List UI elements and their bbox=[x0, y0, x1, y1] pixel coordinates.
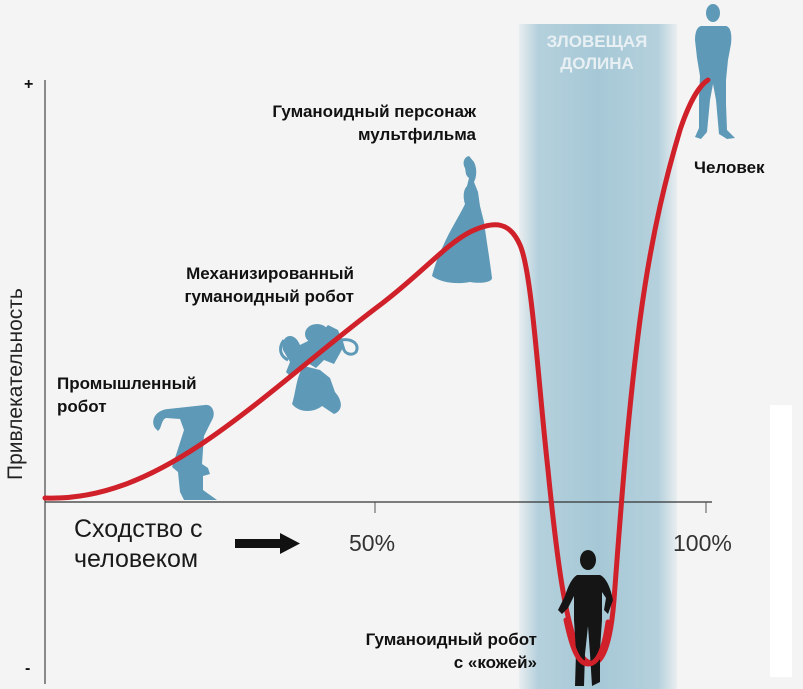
label-industrial-robot: Промышленный робот bbox=[57, 372, 197, 418]
x-tick-label-50: 50% bbox=[349, 530, 396, 556]
band-title-line2: ДОЛИНА bbox=[560, 54, 634, 73]
mechanized-robot-icon bbox=[279, 324, 359, 414]
arrow-right-icon bbox=[235, 533, 300, 554]
uncanny-curve bbox=[42, 77, 711, 666]
x-axis-label: Сходство с человеком bbox=[74, 514, 203, 574]
label-skin-robot-line1: Гуманоидный робот bbox=[365, 630, 537, 649]
x-axis-label-line2: человеком bbox=[74, 545, 199, 573]
uncanny-valley-title: ЗЛОВЕЩАЯ ДОЛИНА bbox=[527, 31, 667, 75]
cartoon-humanoid-icon bbox=[432, 156, 492, 284]
band-title-line1: ЗЛОВЕЩАЯ bbox=[546, 32, 648, 51]
label-cartoon-humanoid: Гуманоидный персонаж мультфильма bbox=[228, 100, 476, 146]
label-skin-robot: Гуманоидный робот с «кожей» bbox=[330, 628, 537, 674]
label-mechanized-robot: Механизированный гуманоидный робот bbox=[150, 262, 354, 308]
edge-artifact-strip bbox=[770, 405, 792, 677]
x-tick-label-100: 100% bbox=[673, 530, 732, 556]
label-skin-robot-line2: с «кожей» bbox=[453, 653, 537, 672]
human-icon bbox=[695, 4, 735, 139]
uncanny-curve-front bbox=[563, 617, 611, 667]
y-axis-plus: + bbox=[24, 76, 34, 93]
label-mechanized-line1: Механизированный bbox=[186, 264, 354, 283]
label-mechanized-line2: гуманоидный робот bbox=[184, 287, 354, 306]
label-industrial-line2: робот bbox=[57, 397, 107, 416]
x-axis-label-line1: Сходство с bbox=[74, 515, 203, 543]
label-cartoon-line2: мультфильма bbox=[357, 125, 476, 144]
label-industrial-line1: Промышленный bbox=[57, 374, 197, 393]
y-axis-label: Привлекательность bbox=[4, 288, 27, 480]
label-cartoon-line1: Гуманоидный персонаж bbox=[272, 102, 476, 121]
y-axis-minus: - bbox=[25, 660, 31, 677]
label-human: Человек bbox=[694, 158, 765, 177]
